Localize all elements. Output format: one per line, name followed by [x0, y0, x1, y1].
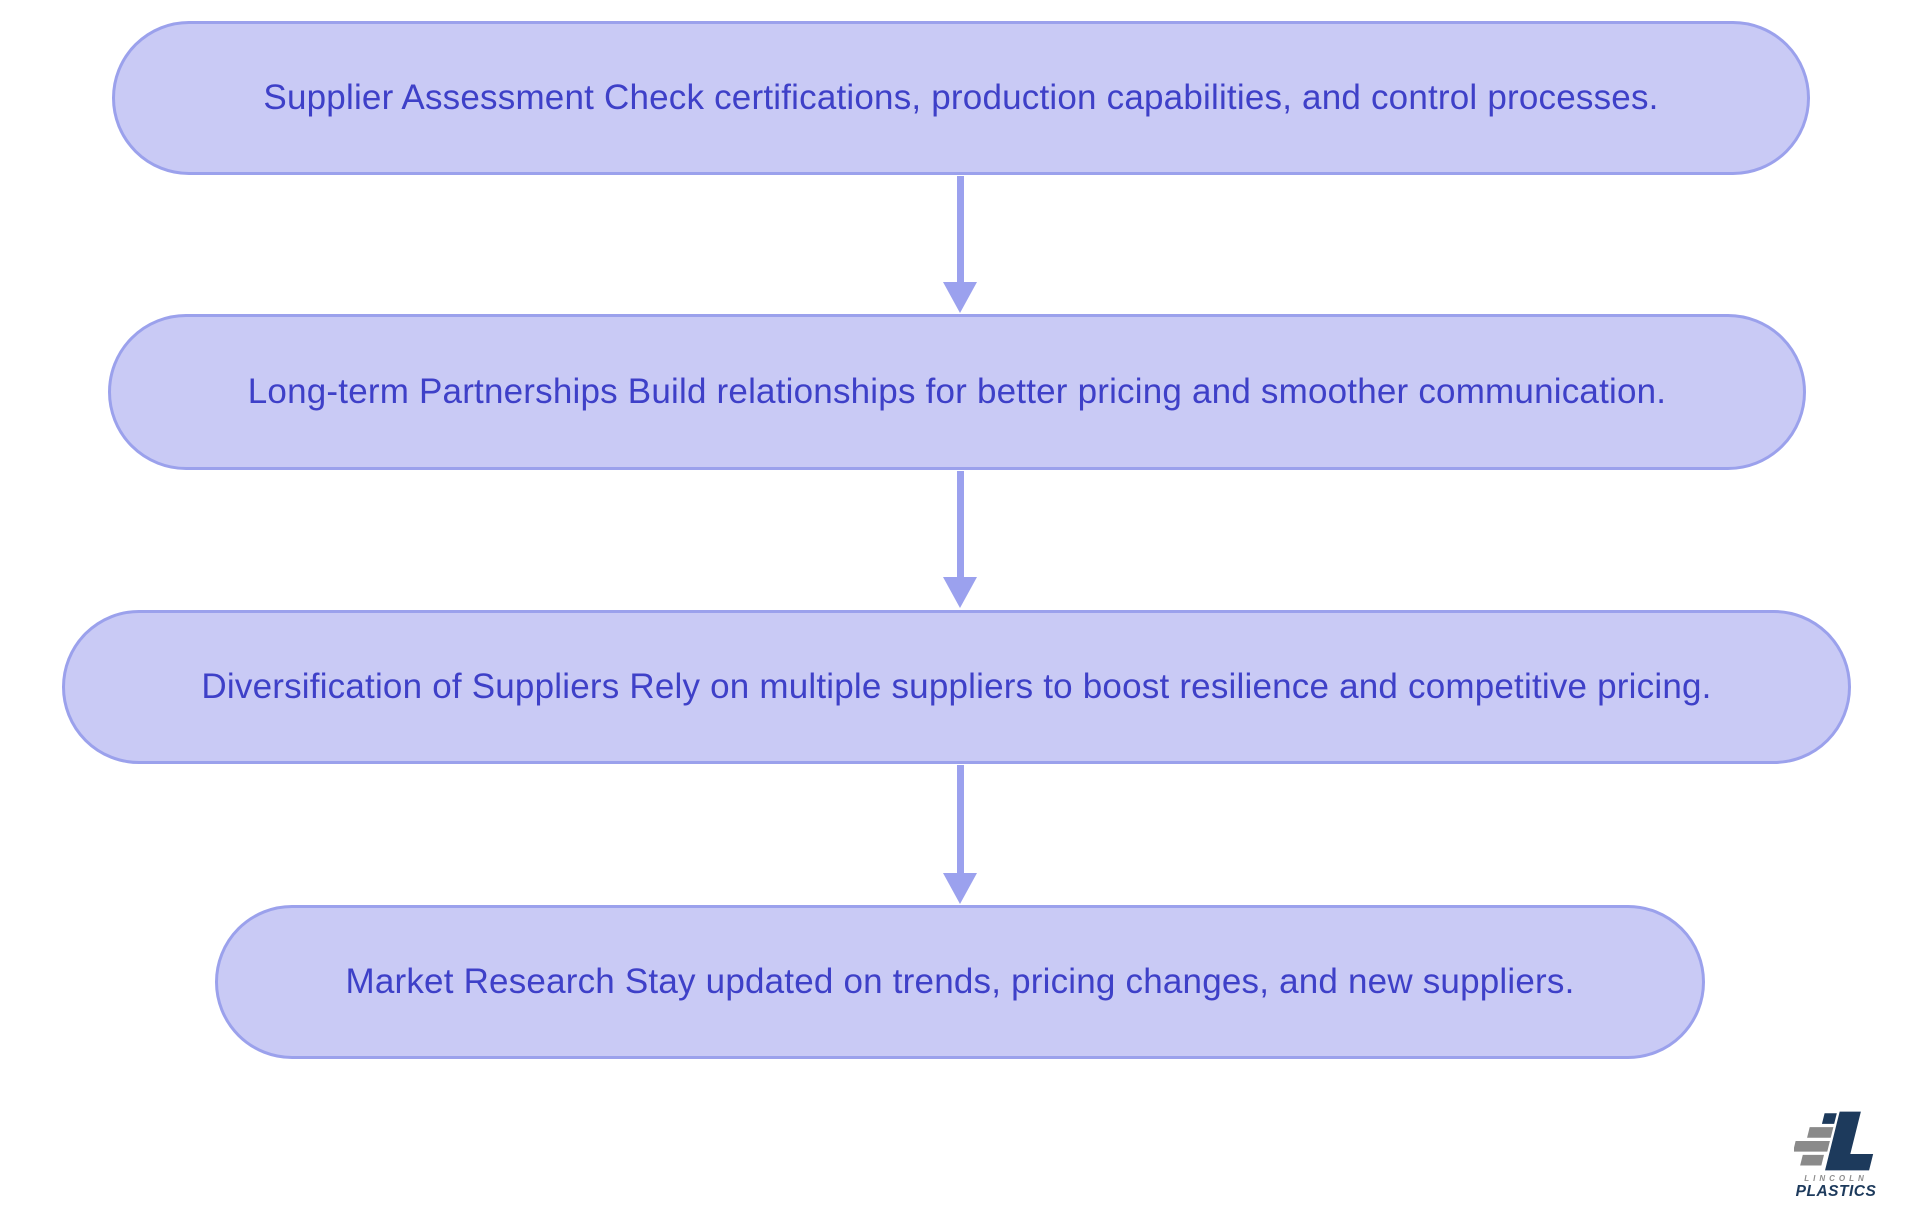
flow-node-long-term-partnerships: Long-term Partnerships Build relationshi…: [108, 314, 1806, 470]
flow-arrow-down-3: [943, 765, 977, 904]
lincoln-plastics-logo-icon: [1794, 1111, 1874, 1171]
flow-arrow-down-2: [943, 471, 977, 608]
flow-node-label: Diversification of Suppliers Rely on mul…: [201, 667, 1712, 706]
arrow-head-icon: [943, 577, 977, 608]
arrow-shaft: [956, 176, 964, 282]
flow-node-label: Market Research Stay updated on trends, …: [345, 962, 1575, 1001]
flow-node-label: Supplier Assessment Check certifications…: [263, 78, 1659, 117]
lincoln-plastics-logo: LINCOLN PLASTICS: [1786, 1110, 1886, 1201]
arrow-shaft: [956, 765, 964, 873]
flow-node-market-research: Market Research Stay updated on trends, …: [215, 905, 1705, 1059]
flow-node-label: Long-term Partnerships Build relationshi…: [247, 372, 1667, 411]
arrow-head-icon: [943, 282, 977, 313]
flow-arrow-down-1: [943, 176, 977, 313]
logo-text-plastics: PLASTICS: [1795, 1183, 1877, 1200]
flow-node-supplier-assessment: Supplier Assessment Check certifications…: [112, 21, 1810, 175]
arrow-head-icon: [943, 873, 977, 904]
arrow-shaft: [956, 471, 964, 577]
logo-text-lincoln: LINCOLN: [1804, 1174, 1868, 1183]
flow-node-supplier-diversification: Diversification of Suppliers Rely on mul…: [62, 610, 1851, 764]
